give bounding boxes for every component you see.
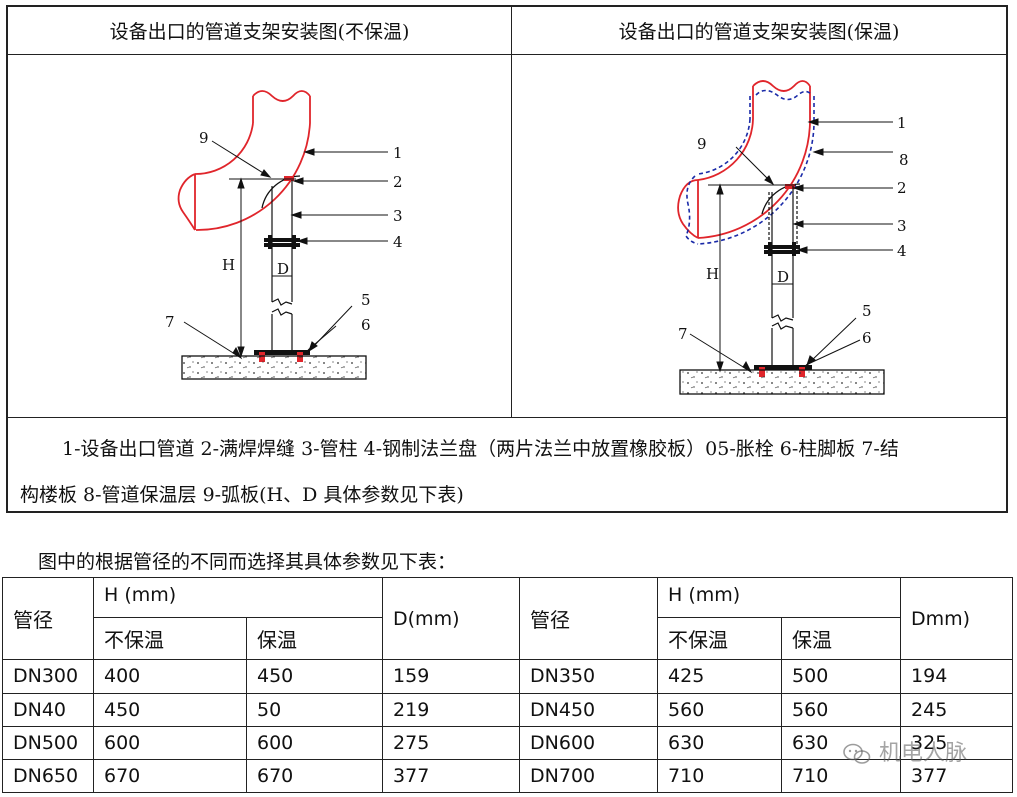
table-subheader-row: 不保温 保温 不保温 保温: [3, 617, 1013, 661]
table-cell: DN40: [2, 692, 94, 727]
svg-text:H: H: [706, 265, 719, 283]
table-cell: DN700: [519, 758, 659, 794]
right-pipe-elbow: [677, 80, 811, 239]
legend: 1-设备出口管道 2-满焊焊缝 3-管柱 4-钢制法兰盘（两片法兰中放置橡胶板）…: [8, 417, 1006, 511]
header-h-right: H (mm): [657, 576, 902, 619]
table-cell: DN500: [2, 725, 94, 760]
table-cell: DN350: [519, 659, 659, 694]
table-cell: 400: [93, 659, 247, 694]
table-cell: 600: [93, 725, 247, 760]
table-cell: 450: [93, 692, 247, 727]
header-pipe-dia-right: 管径: [519, 576, 659, 661]
header-no-insulation-left: 不保温: [93, 617, 247, 661]
header-insulation-left: 保温: [245, 617, 384, 661]
left-drawing: 1 2 3 4 5 6 7 9 H D: [165, 90, 403, 380]
right-title: 设备出口的管道支架安装图(保温): [512, 7, 1006, 55]
left-title: 设备出口的管道支架安装图(不保温): [8, 7, 512, 55]
svg-text:1: 1: [897, 114, 907, 132]
table-cell: 560: [657, 692, 783, 727]
table-cell: 377: [382, 758, 521, 794]
table-cell: DN300: [2, 659, 94, 694]
svg-text:5: 5: [361, 291, 371, 309]
parameter-table: 管径 H (mm) D(mm) 管径 H (mm) Dmm) 不保温 保温 不保…: [2, 576, 1014, 794]
left-arc-plate: [261, 175, 301, 209]
svg-text:9: 9: [697, 135, 707, 153]
wechat-icon: [843, 743, 871, 764]
table-row: DN40 450 50 219 DN450 560 560 245: [2, 692, 1014, 727]
table-caption: 图中的根据管径的不同而选择其具体参数见下表：: [38, 551, 457, 573]
svg-text:H: H: [222, 256, 235, 274]
left-flange: [264, 235, 300, 249]
table-cell: 159: [382, 659, 521, 694]
table-cell: 710: [781, 758, 902, 794]
legend-line-2: 构楼板 8-管道保温层 9-弧板(H、D 具体参数见下表): [20, 484, 464, 506]
table-cell: 670: [245, 758, 384, 794]
svg-text:8: 8: [899, 151, 909, 169]
svg-text:D: D: [277, 260, 289, 278]
table-cell: 377: [900, 758, 1014, 794]
header-pipe-dia-left: 管径: [2, 576, 94, 661]
svg-text:4: 4: [897, 242, 907, 260]
right-flange: [764, 242, 800, 256]
table-cell: 600: [245, 725, 384, 760]
table-row: DN500 600 600 275 DN600 630 630 325: [2, 725, 1014, 760]
right-dim-h: [708, 183, 796, 373]
svg-text:2: 2: [897, 179, 907, 197]
svg-text:4: 4: [393, 233, 403, 251]
table-cell: 450: [245, 659, 384, 694]
table-cell: 630: [781, 725, 902, 760]
header-h-left: H (mm): [92, 576, 384, 619]
table-header-row: 管径 H (mm) D(mm) 管径 H (mm) Dmm): [2, 576, 1014, 661]
right-weld: [785, 184, 795, 189]
svg-text:3: 3: [897, 217, 907, 235]
svg-text:6: 6: [361, 316, 371, 334]
table-cell: 219: [382, 692, 521, 727]
support-drawings: 1 2 3 4 5 6 7 9 H D: [165, 80, 909, 395]
left-pipe-elbow: [177, 90, 311, 231]
table-cell: DN450: [519, 692, 659, 727]
right-labels: 1 8 2 3 4 5 6 7 9 H D: [678, 114, 909, 347]
left-labels: 1 2 3 4 5 6 7 9 H D: [165, 129, 403, 334]
left-dim-h: [229, 177, 296, 358]
table-cell: 670: [93, 758, 247, 794]
table-cell: 425: [657, 659, 783, 694]
table-cell: 275: [382, 725, 521, 760]
table-cell: DN600: [519, 725, 659, 760]
svg-text:2: 2: [393, 173, 403, 191]
table-cell: 500: [781, 659, 902, 694]
header-d-left: D(mm): [382, 576, 521, 661]
svg-text:9: 9: [199, 129, 209, 147]
table-cell: 560: [781, 692, 902, 727]
panel-divider: [511, 55, 512, 417]
svg-text:5: 5: [862, 302, 872, 320]
table-cell: 710: [657, 758, 783, 794]
table-cell: 630: [657, 725, 783, 760]
svg-text:7: 7: [678, 325, 688, 343]
legend-line-1: 1-设备出口管道 2-满焊焊缝 3-管柱 4-钢制法兰盘（两片法兰中放置橡胶板）…: [62, 438, 899, 460]
table-cell: 194: [900, 659, 1014, 694]
watermark: 机电人脉: [842, 735, 967, 767]
table-row: DN650 670 670 377 DN700 710 710 377: [2, 758, 1014, 794]
table-cell: 50: [245, 692, 384, 727]
drawing-frame: 设备出口的管道支架安装图(不保温) 设备出口的管道支架安装图(保温) 1-设备出…: [6, 5, 1008, 513]
right-drawing: 1 8 2 3 4 5 6 7 9 H D: [677, 80, 909, 395]
watermark-text: 机电人脉: [879, 741, 968, 766]
svg-text:3: 3: [393, 207, 403, 225]
svg-text:D: D: [777, 268, 789, 286]
right-leaders: [689, 118, 893, 374]
header-insulation-right: 保温: [781, 617, 902, 661]
svg-text:6: 6: [862, 329, 872, 347]
header-d-right: Dmm): [900, 576, 1014, 661]
right-insulation: [685, 89, 815, 245]
table-cell: DN650: [2, 758, 94, 794]
header-no-insulation-right: 不保温: [657, 617, 783, 661]
right-floor-slab: [679, 369, 885, 395]
left-floor-slab: [181, 355, 367, 380]
svg-text:7: 7: [165, 313, 175, 331]
left-leaders: [183, 140, 388, 360]
svg-text:1: 1: [393, 144, 403, 162]
table-row: DN300 400 450 159 DN350 425 500 194: [2, 659, 1014, 694]
table-cell: 245: [900, 692, 1014, 727]
